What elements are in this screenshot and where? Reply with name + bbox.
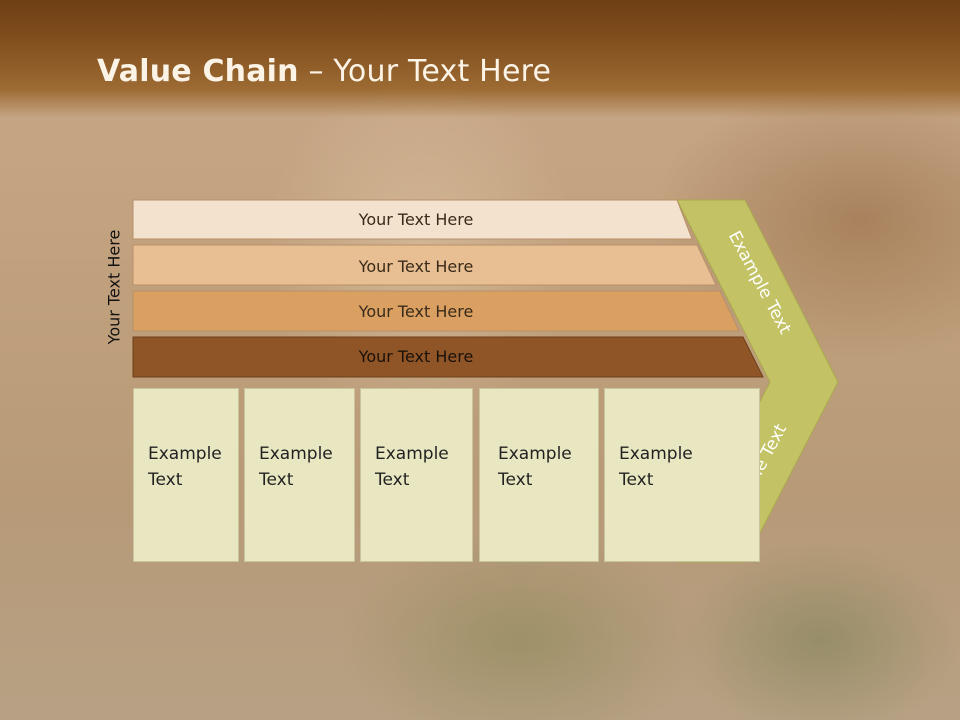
box-4-line1: Example [498,444,572,464]
bar-2-label: Your Text Here [358,257,474,276]
title-rest: – Your Text Here [298,54,552,89]
box-1-line1: Example [148,444,222,464]
box-3-line1: Example [375,444,449,464]
box-3-line2: Text [375,470,410,490]
box-4-line2: Text [498,470,533,490]
box-5-line1: Example [619,444,693,464]
title-bold: Value Chain [97,54,299,89]
bar-1 [132,199,693,240]
box-2-line1: Example [259,444,333,464]
bar-3 [132,290,740,332]
bar-2 [132,244,717,286]
slide-title: Value Chain – Your Text Here [97,54,551,89]
bar-1-label: Your Text Here [358,210,474,229]
box-1-line2: Text [148,470,183,490]
title-bar [0,0,960,118]
boxes-reflection [133,566,773,676]
bar-4 [132,336,764,378]
box-2-line2: Text [259,470,294,490]
bar-3-label: Your Text Here [358,302,474,321]
box-5-line2: Text [619,470,654,490]
bar-4-label: Your Text Here [358,347,474,366]
